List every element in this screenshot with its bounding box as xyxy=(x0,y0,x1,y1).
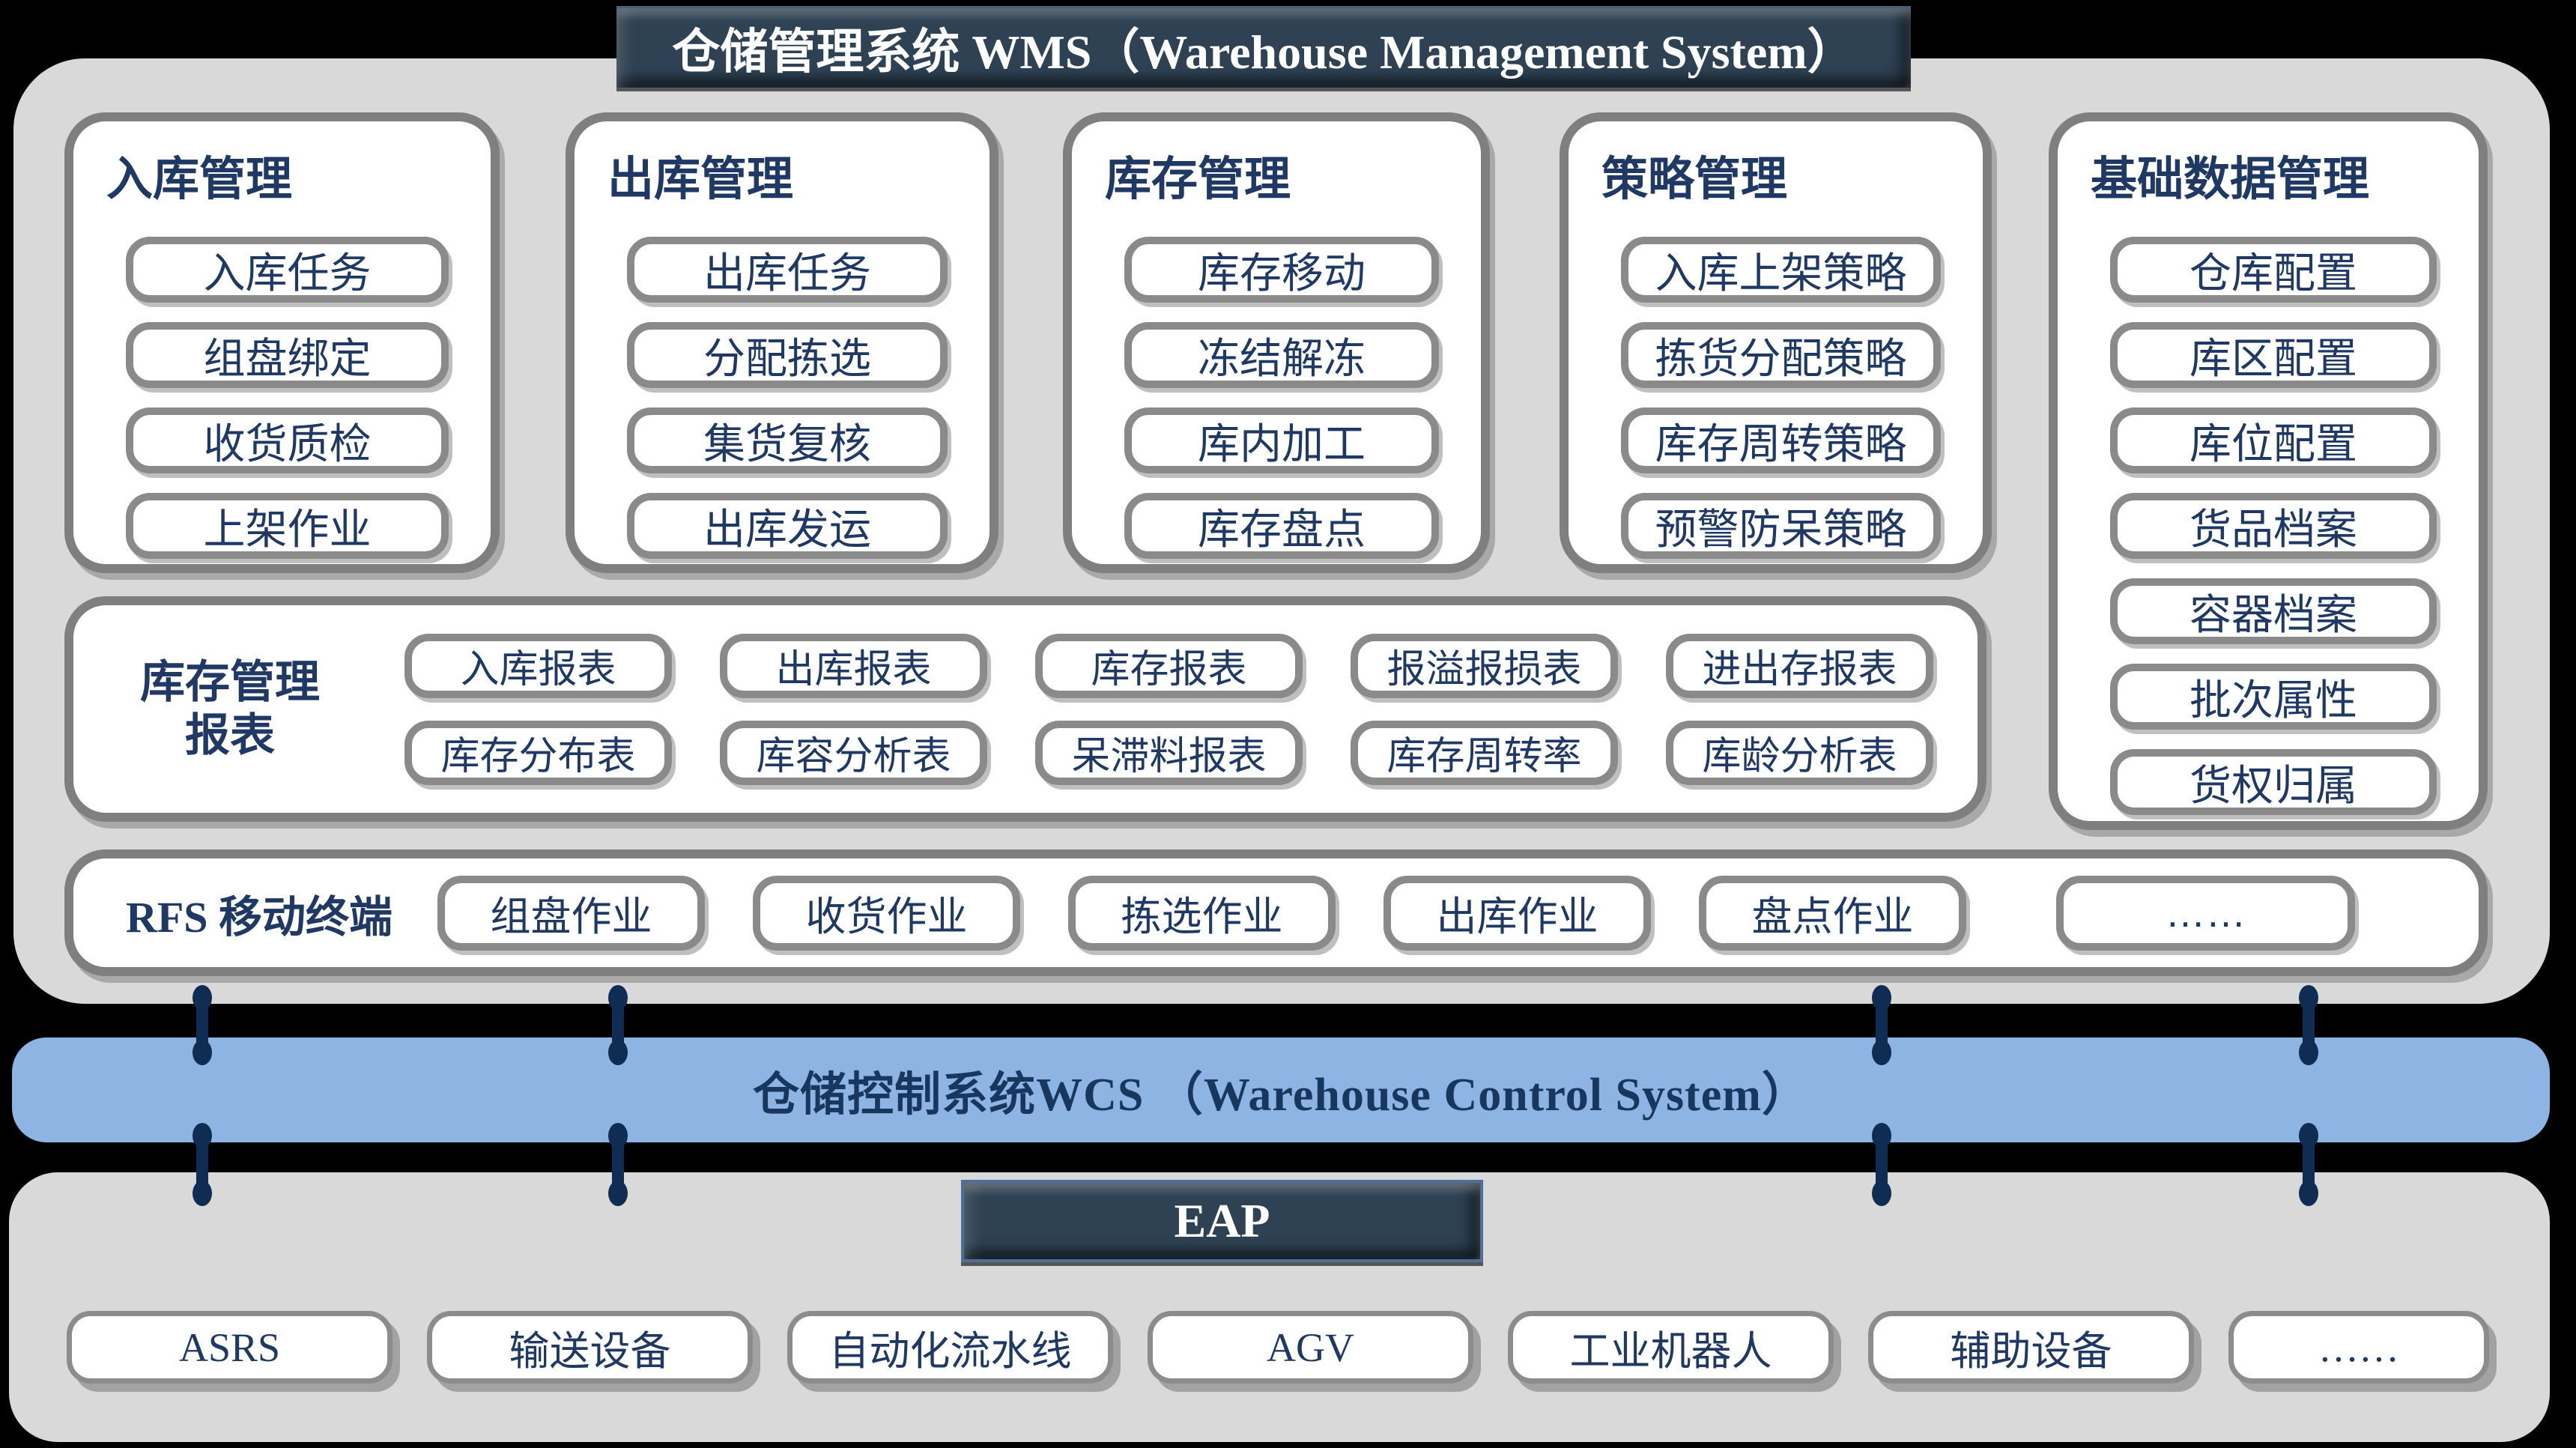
connector-dots-icon xyxy=(193,985,212,1065)
section-items: 入库任务组盘绑定收货质检上架作业 xyxy=(126,237,449,559)
section-title: 出库管理 xyxy=(607,154,794,205)
connector-dots-icon xyxy=(608,1123,628,1206)
wms-title-bar: 仓储管理系统 WMS（Warehouse Management System） xyxy=(616,6,1911,88)
section-card: 策略管理入库上架策略拣货分配策略库存周转策略预警防呆策略 xyxy=(1560,112,1992,573)
reports-label-line1: 库存管理 xyxy=(140,656,320,707)
module-box: 上架作业 xyxy=(126,493,449,559)
wms-title: 仓储管理系统 WMS（Warehouse Management System） xyxy=(672,25,1855,79)
module-box: 拣货分配策略 xyxy=(1621,322,1941,388)
report-box: 库龄分析表 xyxy=(1666,720,1933,785)
rfs-task-box: 收货作业 xyxy=(753,875,1020,951)
reports-grid: 入库报表出库报表库存报表报溢报损表进出存报表库存分布表库容分析表呆滞料报表库存周… xyxy=(404,633,1933,785)
rfs-label: RFS 移动终端 xyxy=(125,892,393,942)
section-title: 基础数据管理 xyxy=(2091,154,2370,205)
wcs-title: 仓储控制系统WCS （Warehouse Control System） xyxy=(753,1070,1809,1121)
module-box: 入库任务 xyxy=(126,237,449,303)
module-box: 收货质检 xyxy=(126,408,449,473)
section-items: 仓库配置库区配置库位配置货品档案容器档案批次属性货权归属 xyxy=(2110,237,2437,815)
section-items: 出库任务分配拣选集货复核出库发运 xyxy=(627,237,948,559)
section-title: 库存管理 xyxy=(1105,154,1291,205)
module-box: 预警防呆策略 xyxy=(1621,493,1941,559)
connector-dots-icon xyxy=(2299,1123,2318,1206)
eap-box: EAP xyxy=(961,1180,1483,1262)
device-box: 辅助设备 xyxy=(1868,1311,2194,1384)
module-box: 库存盘点 xyxy=(1124,493,1439,559)
rfs-task-box: …… xyxy=(2056,875,2355,951)
section-items: 入库上架策略拣货分配策略库存周转策略预警防呆策略 xyxy=(1621,237,1941,559)
report-box: 出库报表 xyxy=(720,633,987,698)
module-box: 货权归属 xyxy=(2110,749,2437,815)
reports-label-line2: 报表 xyxy=(185,709,275,760)
rfs-task-box: 拣选作业 xyxy=(1068,875,1336,951)
wcs-bar: 仓储控制系统WCS （Warehouse Control System） xyxy=(12,1037,2550,1142)
module-box: 货品档案 xyxy=(2110,493,2437,559)
device-box: …… xyxy=(2228,1311,2489,1384)
section-items: 库存移动冻结解冻库内加工库存盘点 xyxy=(1124,237,1439,559)
rfs-task-box: 组盘作业 xyxy=(437,875,705,951)
report-box: 库存分布表 xyxy=(404,720,672,785)
module-box: 批次属性 xyxy=(2110,664,2437,730)
section-title: 策略管理 xyxy=(1601,154,1788,205)
equipment-panel: ASRS 输送设备自动化流水线 AGV 工业机器人辅助设备 …… xyxy=(9,1172,2550,1442)
report-box: 库存周转率 xyxy=(1351,720,1618,785)
report-box: 入库报表 xyxy=(404,633,672,698)
report-box: 库容分析表 xyxy=(720,720,987,785)
module-box: 容器档案 xyxy=(2110,578,2437,644)
connector-dots-icon xyxy=(2299,985,2318,1065)
device-box: 自动化流水线 xyxy=(787,1311,1113,1384)
report-box: 呆滞料报表 xyxy=(1035,720,1303,785)
module-box: 组盘绑定 xyxy=(126,322,449,388)
module-box: 入库上架策略 xyxy=(1621,237,1941,303)
device-row: ASRS 输送设备自动化流水线 AGV 工业机器人辅助设备 …… xyxy=(67,1311,2489,1384)
module-box: 库区配置 xyxy=(2110,322,2437,388)
wms-panel: 入库管理入库任务组盘绑定收货质检上架作业出库管理出库任务分配拣选集货复核出库发运… xyxy=(13,58,2550,1004)
eap-title: EAP xyxy=(1174,1194,1270,1247)
rfs-boxes: 组盘作业收货作业拣选作业出库作业盘点作业 …… xyxy=(437,875,2355,951)
module-box: 库存移动 xyxy=(1124,237,1439,303)
device-box: 工业机器人 xyxy=(1508,1311,1834,1384)
connector-dots-icon xyxy=(1872,1123,1891,1206)
module-box: 出库发运 xyxy=(627,493,948,559)
module-box: 库位配置 xyxy=(2110,408,2437,473)
module-box: 出库任务 xyxy=(627,237,948,303)
connector-dots-icon xyxy=(193,1123,212,1206)
section-card: 出库管理出库任务分配拣选集货复核出库发运 xyxy=(566,112,998,573)
report-box: 进出存报表 xyxy=(1666,633,1933,698)
connector-dots-icon xyxy=(608,985,628,1065)
rfs-task-box: 出库作业 xyxy=(1384,875,1651,951)
module-box: 库内加工 xyxy=(1124,408,1439,473)
rfs-panel: RFS 移动终端 组盘作业收货作业拣选作业出库作业盘点作业 …… xyxy=(64,849,2488,976)
reports-panel: 库存管理 报表 入库报表出库报表库存报表报溢报损表进出存报表库存分布表库容分析表… xyxy=(64,596,1986,822)
connector-dots-icon xyxy=(1872,985,1891,1065)
reports-label: 库存管理 报表 xyxy=(99,656,361,763)
report-box: 报溢报损表 xyxy=(1351,633,1618,698)
module-box: 分配拣选 xyxy=(627,322,948,388)
module-box: 集货复核 xyxy=(627,408,948,473)
module-box: 仓库配置 xyxy=(2110,237,2437,303)
section-card: 入库管理入库任务组盘绑定收货质检上架作业 xyxy=(64,112,500,573)
device-box: AGV xyxy=(1148,1311,1473,1384)
rfs-task-box: 盘点作业 xyxy=(1699,875,1966,951)
section-card: 基础数据管理仓库配置库区配置库位配置货品档案容器档案批次属性货权归属 xyxy=(2049,112,2488,830)
device-box: 输送设备 xyxy=(427,1311,753,1384)
report-box: 库存报表 xyxy=(1035,633,1303,698)
device-box: ASRS xyxy=(67,1311,393,1384)
section-card: 库存管理库存移动冻结解冻库内加工库存盘点 xyxy=(1063,112,1490,573)
module-box: 冻结解冻 xyxy=(1124,322,1439,388)
section-title: 入库管理 xyxy=(106,154,293,205)
module-box: 库存周转策略 xyxy=(1621,408,1941,473)
